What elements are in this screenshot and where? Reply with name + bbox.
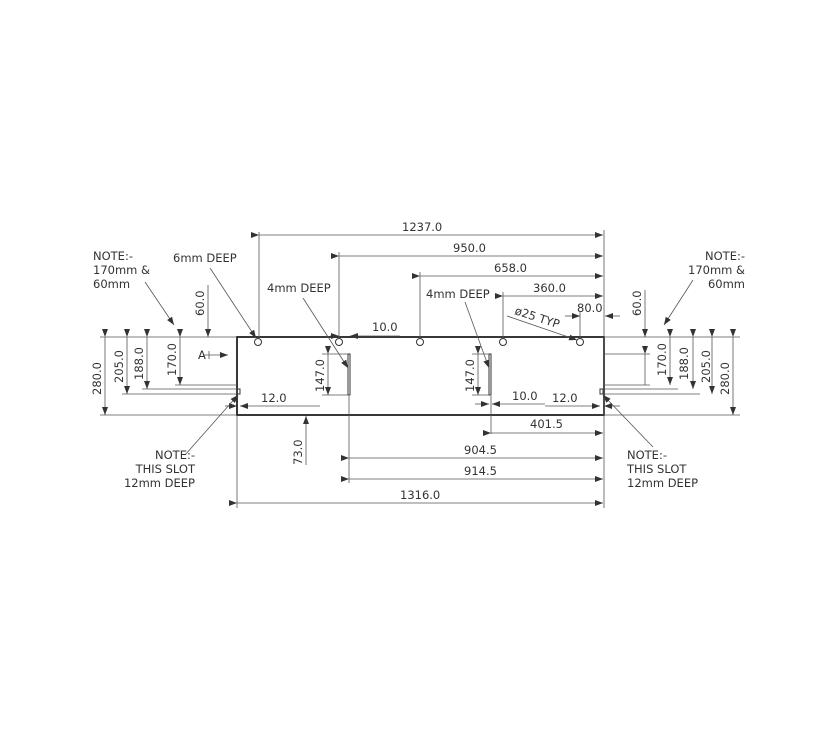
dim-280-left: 280.0 — [90, 362, 104, 395]
dim-360: 360.0 — [533, 281, 566, 295]
right-end-slot — [599, 388, 604, 395]
dim-12-left: 12.0 — [261, 391, 287, 405]
note-line: NOTE:- — [155, 448, 195, 462]
hole — [416, 338, 424, 346]
note-line: NOTE:- — [627, 448, 667, 462]
hole-depth-callout: 6mm DEEP — [173, 251, 237, 265]
hole — [254, 338, 262, 346]
dim-1316: 1316.0 — [400, 488, 440, 502]
extension-lines — [100, 230, 740, 508]
dim-280-right: 280.0 — [718, 362, 732, 395]
dim-10-top: 10.0 — [372, 320, 398, 334]
dim-904-5: 904.5 — [464, 443, 497, 457]
dim-1237: 1237.0 — [402, 220, 442, 234]
note-top-left: NOTE:- 170mm & 60mm — [93, 249, 150, 291]
note-top-right: NOTE:- 170mm & 60mm — [688, 249, 745, 291]
section-marker: A — [198, 348, 206, 362]
dim-10-right: 10.0 — [512, 389, 538, 403]
note-line: 60mm — [93, 277, 130, 291]
hole — [576, 338, 584, 346]
note-line: NOTE:- — [705, 249, 745, 263]
dim-147-right: 147.0 — [463, 359, 477, 392]
note-line: THIS SLOT — [135, 462, 196, 476]
dim-205-left: 205.0 — [112, 350, 126, 383]
dim-188-left: 188.0 — [132, 347, 146, 380]
dimension-labels: 1237.0 950.0 658.0 360.0 80.0 10.0 12.0 … — [90, 220, 732, 502]
dim-205-right: 205.0 — [699, 350, 713, 383]
hole — [499, 338, 507, 346]
hole-diameter-callout: ø25 TYP — [513, 304, 561, 332]
dim-170-right: 170.0 — [655, 343, 669, 376]
dim-914-5: 914.5 — [464, 464, 497, 478]
dim-80: 80.0 — [577, 301, 603, 315]
dim-12-right: 12.0 — [552, 391, 578, 405]
dim-188-right: 188.0 — [677, 347, 691, 380]
left-groove — [347, 353, 351, 396]
note-line: 170mm & — [688, 263, 745, 277]
dimension-lines — [102, 232, 736, 506]
dim-147-left: 147.0 — [313, 359, 327, 392]
dim-950: 950.0 — [453, 241, 486, 255]
note-bottom-right: NOTE:- THIS SLOT 12mm DEEP — [626, 448, 698, 490]
holes — [254, 338, 584, 346]
dim-73: 73.0 — [291, 439, 305, 465]
dim-60-left: 60.0 — [193, 290, 207, 316]
note-line: 60mm — [708, 277, 745, 291]
note-line: 12mm DEEP — [124, 476, 195, 490]
hole — [335, 338, 343, 346]
note-bottom-left: NOTE:- THIS SLOT 12mm DEEP — [124, 448, 196, 490]
dim-170-left: 170.0 — [165, 343, 179, 376]
dim-60-right: 60.0 — [630, 290, 644, 316]
right-groove — [488, 353, 492, 396]
note-line: 12mm DEEP — [627, 476, 698, 490]
note-line: 170mm & — [93, 263, 150, 277]
note-line: NOTE:- — [93, 249, 133, 263]
part-outline — [236, 336, 605, 416]
dim-658: 658.0 — [494, 261, 527, 275]
left-groove-depth-callout: 4mm DEEP — [267, 281, 331, 295]
left-end-slot — [236, 388, 241, 395]
note-line: THIS SLOT — [626, 462, 687, 476]
right-groove-depth-callout: 4mm DEEP — [426, 287, 490, 301]
dim-401-5: 401.5 — [530, 417, 563, 431]
